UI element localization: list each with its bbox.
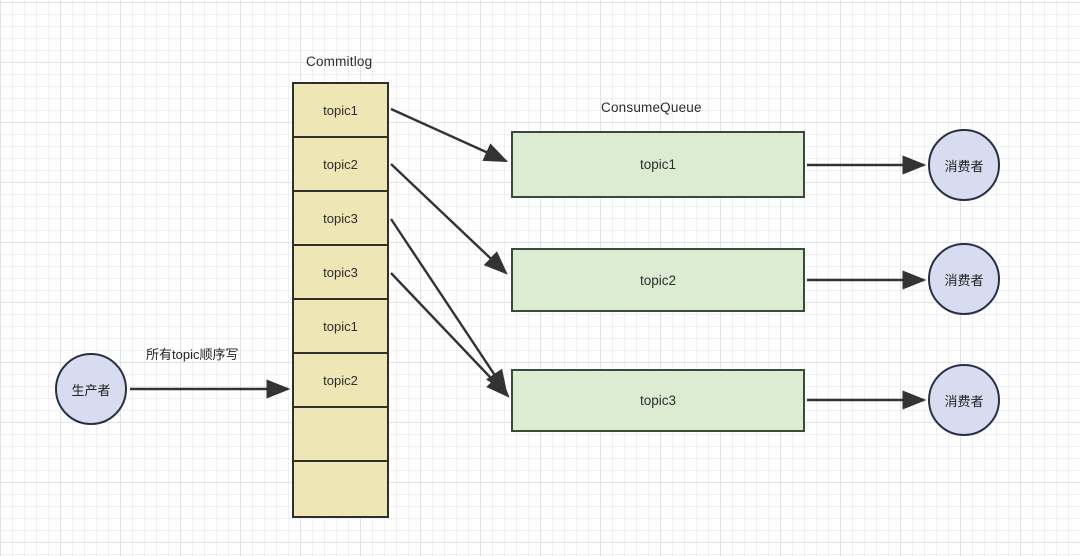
consumequeue-box-topic3[interactable]: topic3 xyxy=(511,369,805,432)
commitlog-cell[interactable]: topic1 xyxy=(294,300,387,354)
commitlog-cell[interactable]: topic3 xyxy=(294,246,387,300)
consumequeue-box-topic1[interactable]: topic1 xyxy=(511,131,805,198)
commitlog-cell[interactable]: topic2 xyxy=(294,138,387,192)
consumer-node[interactable]: 消费者 xyxy=(928,364,1000,436)
commitlog-cell[interactable]: topic1 xyxy=(294,84,387,138)
consumequeue-title: ConsumeQueue xyxy=(601,100,702,115)
arrow-commitlog2-to-cq-topic3 xyxy=(390,218,508,394)
consumer-node[interactable]: 消费者 xyxy=(928,243,1000,315)
producer-node[interactable]: 生产者 xyxy=(55,353,127,425)
commitlog-cell-empty[interactable] xyxy=(294,408,387,462)
write-edge-label: 所有topic顺序写 xyxy=(146,347,239,362)
commitlog-cell-empty[interactable] xyxy=(294,462,387,516)
commitlog-cell[interactable]: topic3 xyxy=(294,192,387,246)
commitlog-cell[interactable]: topic2 xyxy=(294,354,387,408)
consumequeue-box-topic2[interactable]: topic2 xyxy=(511,248,805,312)
commitlog-title: Commitlog xyxy=(306,54,373,69)
consumer-node[interactable]: 消费者 xyxy=(928,129,1000,201)
commitlog-stack: topic1 topic2 topic3 topic3 topic1 topic… xyxy=(292,82,389,518)
arrow-commitlog3-to-cq-topic3 xyxy=(390,272,510,398)
arrow-commitlog1-to-cq-topic2 xyxy=(390,163,508,275)
arrow-commitlog0-to-cq-topic1 xyxy=(390,107,509,163)
